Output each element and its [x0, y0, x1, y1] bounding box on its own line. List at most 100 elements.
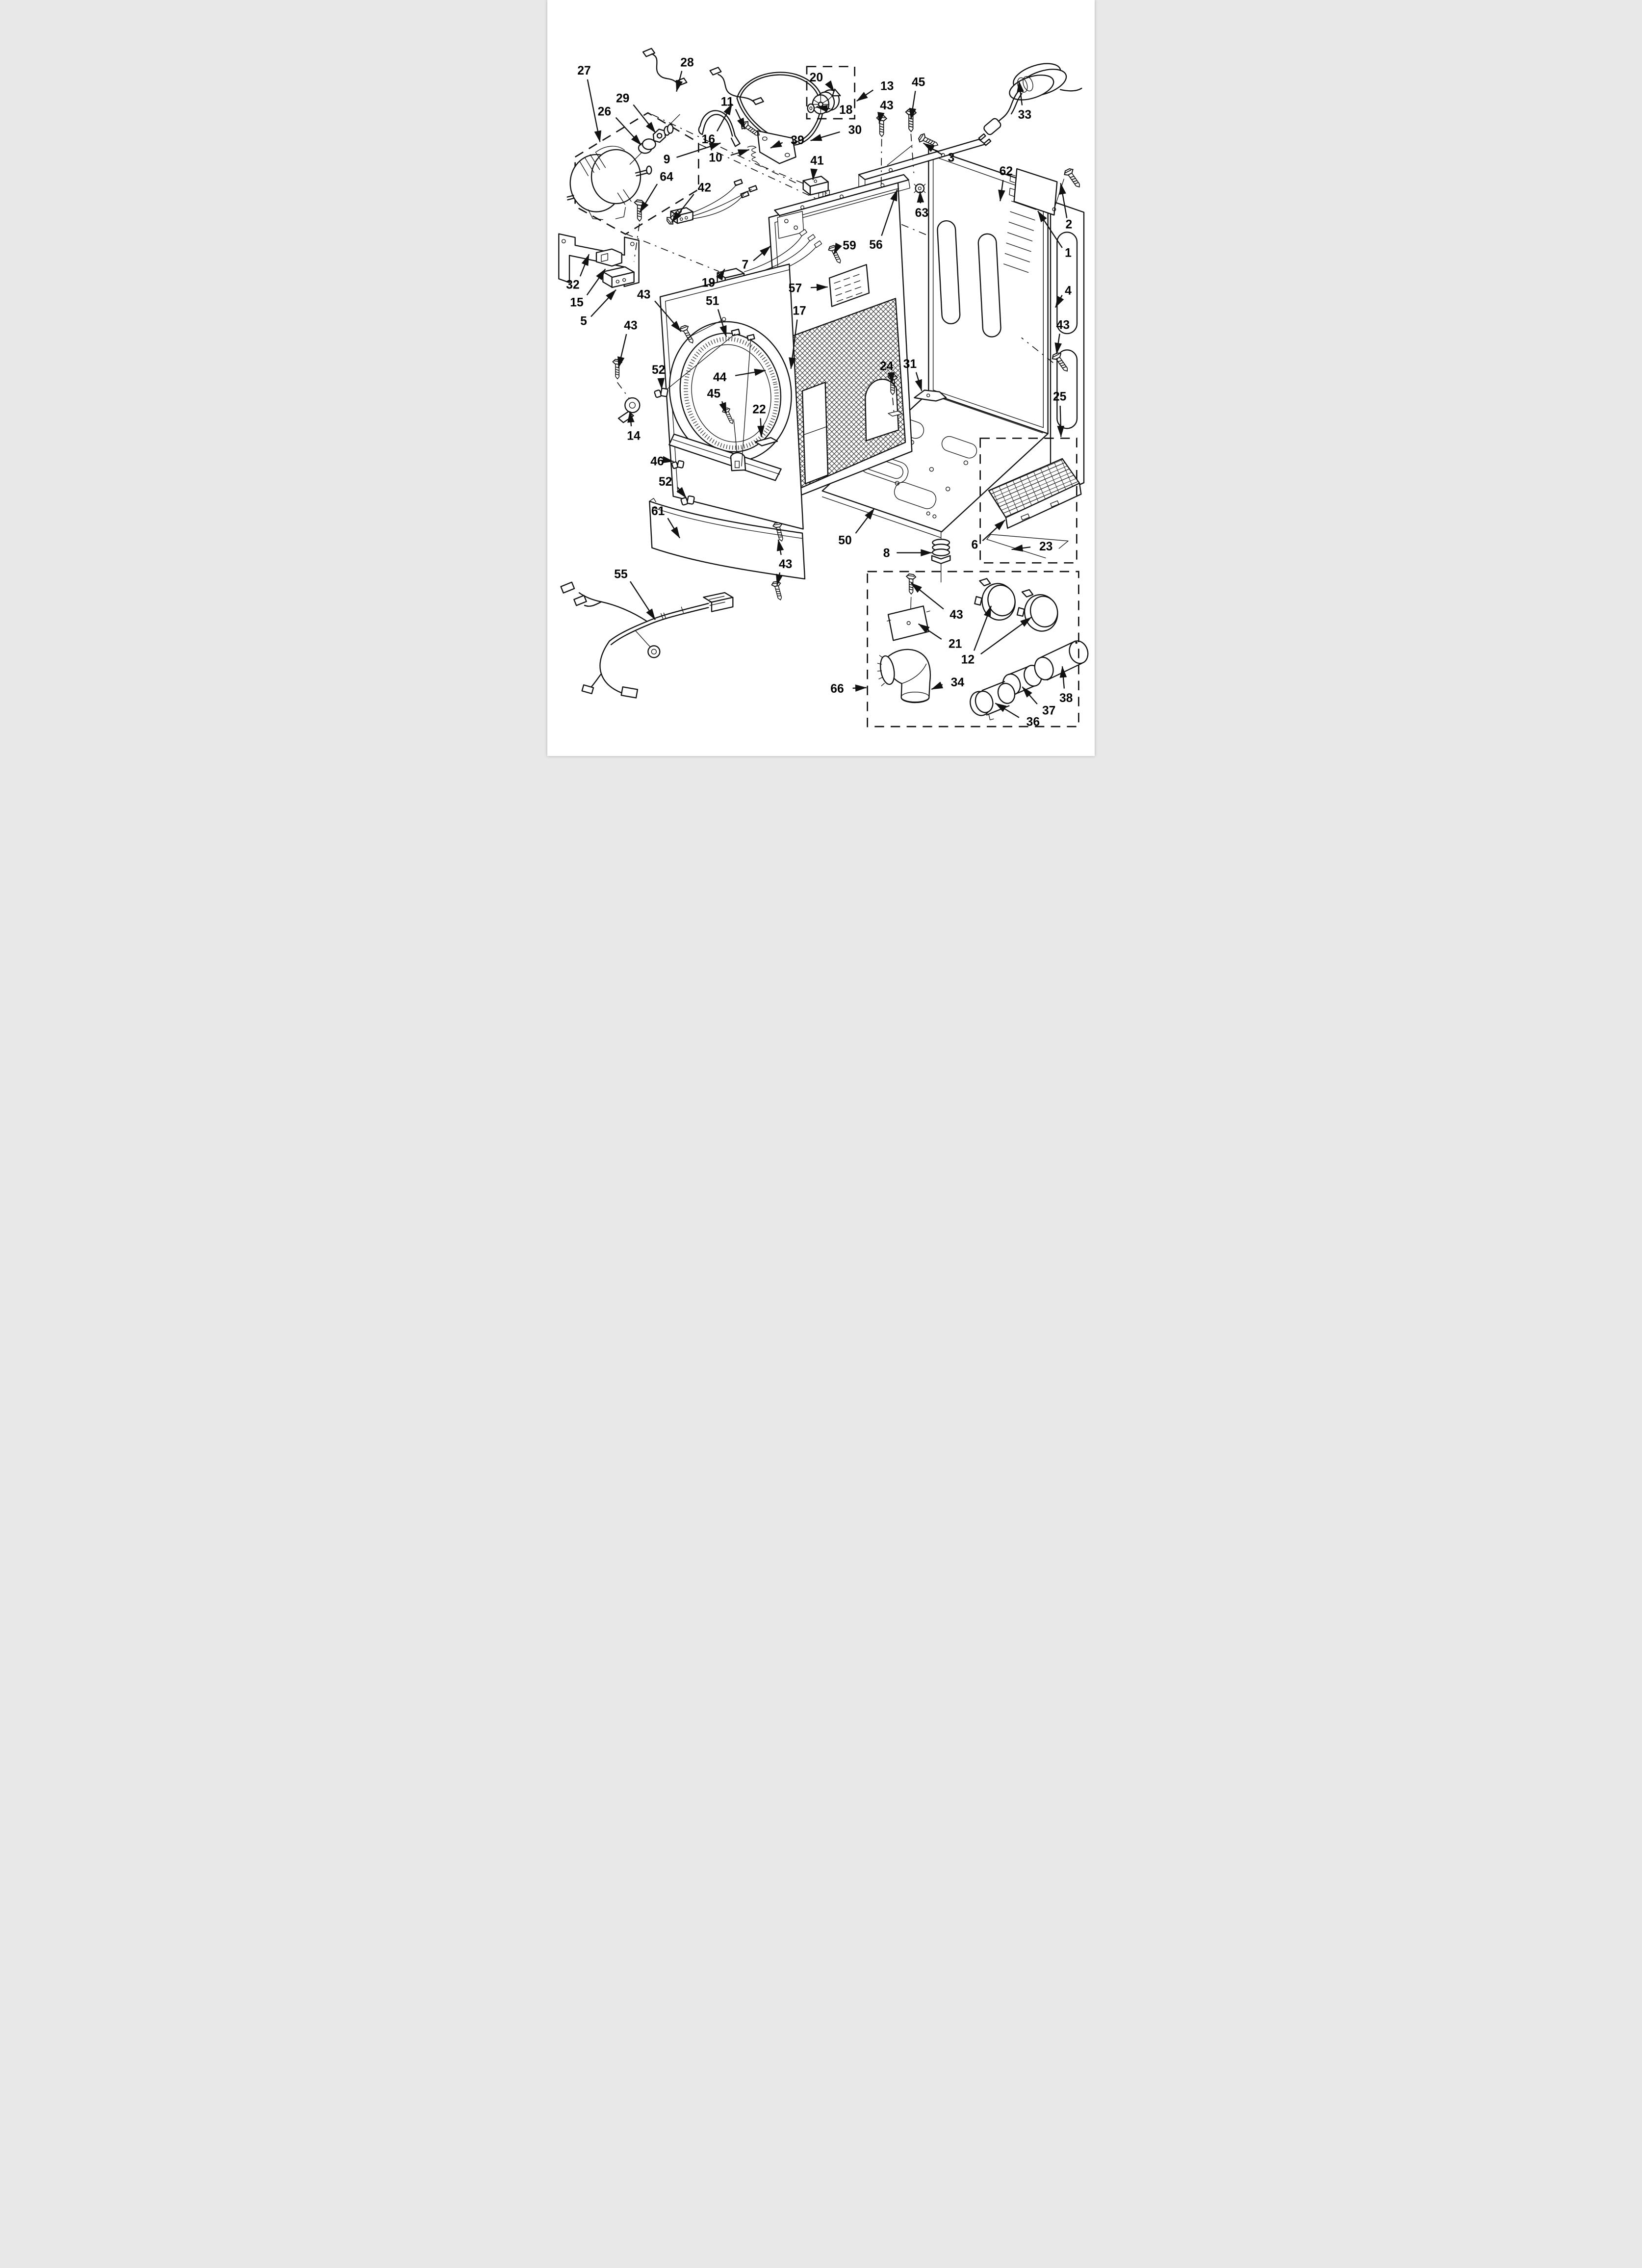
callout-43: 43	[1056, 318, 1070, 332]
callout-23: 23	[1039, 540, 1052, 553]
leveling-leg-8	[931, 532, 951, 583]
callout-arrow-27	[587, 79, 602, 142]
callout-52: 52	[659, 475, 672, 489]
callout-51: 51	[706, 294, 719, 308]
callout-55: 55	[614, 568, 628, 581]
callout-12: 12	[961, 653, 975, 666]
callout-arrow-10	[730, 149, 750, 156]
dashed-box-idler-13	[806, 66, 855, 120]
callout-arrow-36	[995, 703, 1020, 718]
callout-8: 8	[883, 547, 890, 560]
callout-arrow-43	[654, 300, 682, 332]
callout-arrow-64	[639, 183, 658, 213]
callout-arrow-14	[627, 411, 635, 426]
callout-15: 15	[570, 296, 584, 310]
door-seal-44	[684, 337, 779, 450]
callout-arrow-51	[717, 309, 727, 338]
top-screws	[876, 108, 940, 187]
callout-arrow-62	[998, 180, 1005, 202]
callout-arrow-39	[770, 140, 783, 149]
callout-61: 61	[651, 505, 665, 518]
callout-arrow-59	[833, 242, 842, 255]
callout-arrow-2	[1059, 182, 1068, 218]
callout-arrow-12	[973, 605, 992, 651]
callout-arrow-45	[909, 91, 917, 120]
callout-24: 24	[880, 360, 894, 373]
callout-32: 32	[566, 279, 579, 292]
callout-arrow-12	[980, 617, 1032, 655]
callout-arrow-41	[810, 168, 818, 181]
callout-36: 36	[1026, 716, 1040, 729]
callout-arrow-23	[1011, 544, 1031, 552]
callout-45: 45	[912, 76, 925, 89]
callout-arrow-4	[1054, 295, 1064, 308]
callout-arrow-7	[753, 245, 771, 261]
callout-62: 62	[1000, 165, 1013, 178]
callout-16: 16	[702, 133, 715, 146]
callout-arrow-18	[816, 104, 831, 112]
callout-25: 25	[1053, 391, 1067, 404]
callout-43: 43	[949, 608, 963, 622]
callout-2: 2	[1065, 218, 1072, 231]
callout-33: 33	[1018, 108, 1031, 122]
switch-5	[602, 266, 635, 288]
wire-bail-23	[986, 534, 1069, 558]
clip-notch	[731, 328, 741, 337]
callout-19: 19	[702, 277, 715, 290]
callout-42: 42	[698, 182, 711, 195]
drive-motor-assembly	[566, 110, 741, 220]
front-bulkhead-7	[768, 174, 913, 501]
callout-arrow-52	[676, 487, 687, 498]
callout-14: 14	[627, 429, 641, 443]
main-harness-55	[560, 581, 734, 699]
callout-1: 1	[1065, 247, 1072, 260]
callout-arrow-19	[716, 268, 725, 281]
callout-28: 28	[680, 56, 693, 69]
callout-43: 43	[624, 319, 637, 332]
callout-38: 38	[1059, 692, 1073, 705]
support-strap-9	[698, 110, 741, 147]
callout-26: 26	[598, 105, 611, 118]
bracket-31	[914, 390, 947, 402]
dashed-box-lint-25	[979, 437, 1078, 564]
alignment-axis-lines	[625, 114, 930, 272]
callout-13: 13	[880, 80, 894, 93]
callout-30: 30	[848, 124, 862, 137]
callout-arrow-43	[877, 112, 885, 124]
rear-panel-slot	[937, 220, 961, 325]
callout-63: 63	[915, 207, 928, 220]
door-sill	[668, 433, 782, 481]
top-brace-56	[774, 174, 910, 239]
callout-59: 59	[843, 239, 856, 253]
callout-arrow-52	[657, 378, 665, 390]
callout-arrow-33	[1017, 80, 1024, 105]
callout-arrow-43	[1054, 334, 1062, 355]
exploded-diagram: 2728292611169106442193215520181330394143…	[547, 0, 1095, 756]
pad-22	[754, 437, 778, 446]
callout-41: 41	[810, 154, 824, 167]
callout-arrow-24	[887, 372, 895, 384]
callout-arrow-3	[923, 142, 943, 156]
callout-45: 45	[707, 388, 721, 401]
clamp-ring-12	[1016, 589, 1058, 632]
side-panel-slot	[1056, 349, 1078, 429]
callout-arrow-6	[982, 520, 1006, 542]
cabinet-shell	[821, 138, 1085, 583]
callout-10: 10	[709, 151, 722, 164]
side-panel-slot	[1056, 232, 1078, 335]
callout-20: 20	[810, 71, 823, 84]
callout-34: 34	[951, 676, 965, 689]
switch-15	[595, 248, 622, 267]
callout-arrow-43	[617, 334, 627, 368]
callout-arrow-11	[735, 109, 746, 130]
callout-66: 66	[830, 682, 844, 696]
callout-arrow-43	[775, 572, 783, 586]
callout-arrow-43	[776, 539, 784, 555]
callout-31: 31	[903, 358, 917, 371]
callout-43: 43	[779, 558, 792, 571]
callout-arrow-61	[667, 518, 680, 539]
callout-3: 3	[948, 152, 954, 165]
callout-6: 6	[971, 539, 978, 552]
